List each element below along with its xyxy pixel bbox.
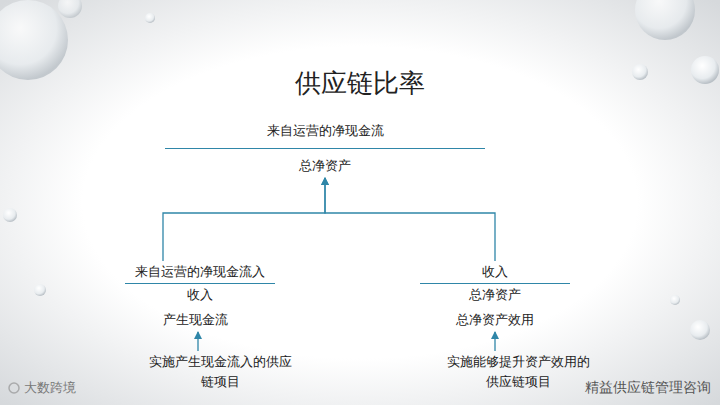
watermark: 精益供应链管理咨询: [585, 379, 711, 397]
node-text: 产生现金流: [140, 310, 250, 330]
fraction-bar: [420, 283, 570, 284]
fraction-bar: [165, 148, 485, 149]
connector-arrow: [163, 178, 325, 261]
denominator: 总净资产: [165, 156, 485, 176]
numerator: 来自运营的净现金流入: [125, 262, 275, 282]
connector-arrow: [197, 332, 198, 351]
step-text: 总净资产效用: [440, 310, 550, 330]
ratio-fraction: 来自运营的净现金流总净资产: [165, 121, 485, 176]
numerator: 来自运营的净现金流: [165, 121, 485, 141]
watermark: 大数跨境: [24, 379, 76, 397]
ratio-fraction: 收入总净资产: [420, 262, 570, 305]
step-text: 实施能够提升资产效用的供应链项目: [443, 352, 593, 392]
numerator: 收入: [420, 262, 570, 282]
fraction-bar: [125, 283, 275, 284]
node-text: 实施产生现金流入的供应链项目: [145, 352, 295, 392]
connector-arrow: [325, 178, 495, 261]
title: 供应链比率: [0, 66, 720, 101]
node-text: 总净资产效用: [440, 310, 550, 330]
denominator: 收入: [125, 285, 275, 305]
node-text: 实施能够提升资产效用的供应链项目: [443, 352, 593, 392]
step-text: 产生现金流: [140, 310, 250, 330]
connector-arrow: [494, 332, 495, 351]
denominator: 总净资产: [420, 285, 570, 305]
ratio-fraction: 来自运营的净现金流入收入: [125, 262, 275, 305]
watermark-logo: [9, 383, 19, 393]
step-text: 实施产生现金流入的供应链项目: [145, 352, 295, 392]
